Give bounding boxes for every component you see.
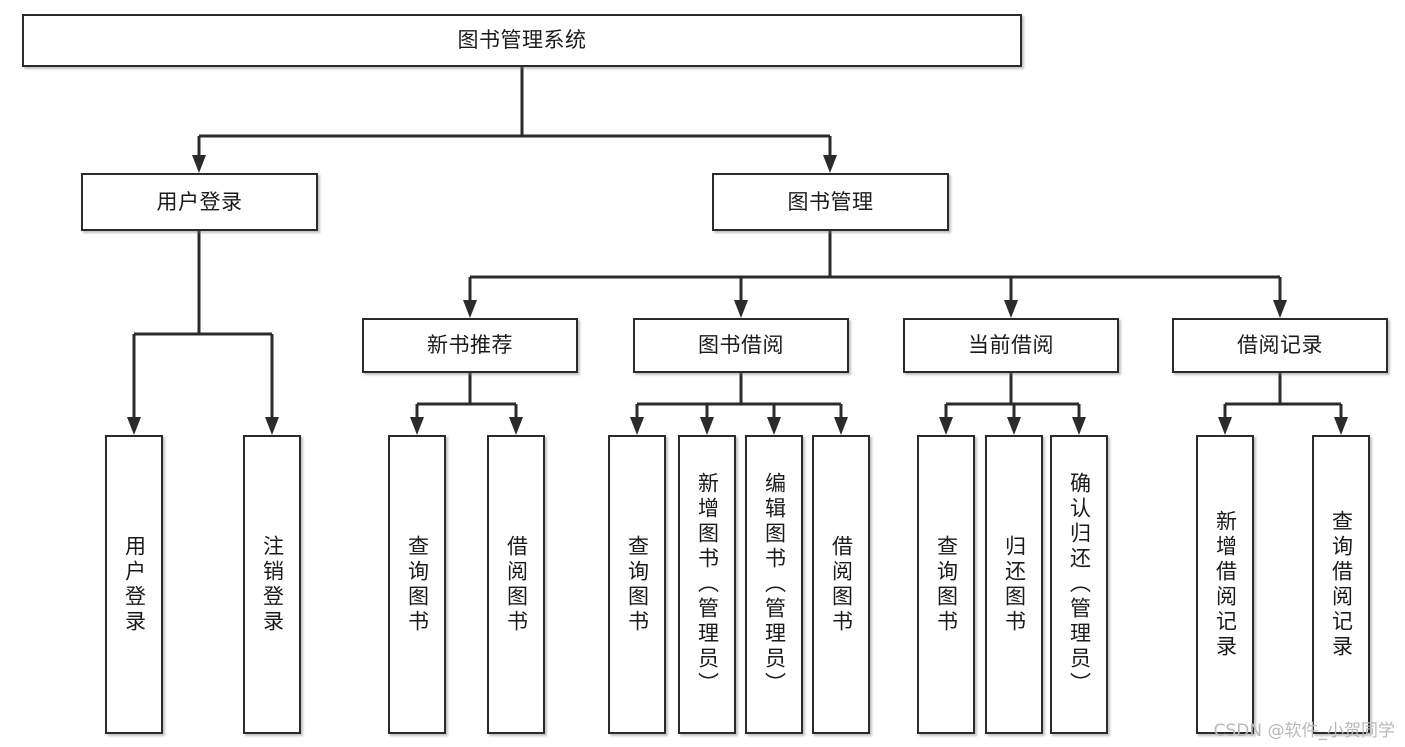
node-leaf-add-book[interactable]: 新增图书（管理员）	[678, 435, 736, 734]
node-label-leaf-query-book-2: 查询图书	[625, 534, 650, 635]
node-label-user-login: 用户登录	[156, 189, 243, 214]
connector-arrowhead-c-book-borrow-2	[767, 417, 781, 435]
connector-arrowhead-c-new-book-rec-0	[410, 417, 424, 435]
node-book-manage[interactable]: 图书管理	[712, 173, 949, 231]
node-borrow-record[interactable]: 借阅记录	[1172, 318, 1388, 373]
node-label-leaf-return-book: 归还图书	[1002, 534, 1027, 635]
node-leaf-edit-book[interactable]: 编辑图书（管理员）	[745, 435, 803, 734]
connector-arrowhead-c-root-1	[823, 155, 837, 173]
connector-arrowhead-c-borrow-record-0	[1218, 417, 1232, 435]
node-leaf-borrow-book-1[interactable]: 借阅图书	[487, 435, 545, 734]
connector-arrowhead-c-user-login-1	[265, 417, 279, 435]
connector-arrowhead-c-current-borrow-2	[1072, 417, 1086, 435]
connector-arrowhead-c-current-borrow-1	[1007, 417, 1021, 435]
connector-arrowhead-c-book-manage-3	[1273, 300, 1287, 318]
node-leaf-query-book-1[interactable]: 查询图书	[388, 435, 446, 734]
node-leaf-return-book[interactable]: 归还图书	[985, 435, 1043, 734]
node-label-leaf-user-login: 用户登录	[122, 534, 147, 635]
node-label-borrow-record: 借阅记录	[1237, 333, 1323, 358]
connector-arrowhead-c-book-manage-0	[463, 300, 477, 318]
node-leaf-user-login[interactable]: 用户登录	[105, 435, 163, 734]
connector-arrowhead-c-book-manage-1	[734, 300, 748, 318]
node-label-book-manage: 图书管理	[787, 189, 874, 214]
node-label-leaf-user-logout: 注销登录	[260, 534, 285, 635]
connector-arrowhead-c-new-book-rec-1	[509, 417, 523, 435]
connector-arrowhead-c-book-borrow-3	[834, 417, 848, 435]
node-label-leaf-edit-book: 编辑图书（管理员）	[762, 472, 787, 697]
node-current-borrow[interactable]: 当前借阅	[903, 318, 1119, 373]
node-label-leaf-confirm-return: 确认归还（管理员）	[1067, 472, 1092, 697]
connector-arrowhead-c-root-0	[192, 155, 206, 173]
node-leaf-borrow-book-2[interactable]: 借阅图书	[812, 435, 870, 734]
node-label-leaf-borrow-book-2: 借阅图书	[829, 534, 854, 635]
node-leaf-query-book-3[interactable]: 查询图书	[917, 435, 975, 734]
connector-arrowhead-c-borrow-record-1	[1334, 417, 1348, 435]
connector-arrowhead-c-user-login-0	[127, 417, 141, 435]
node-label-book-borrow: 图书借阅	[698, 333, 784, 358]
node-label-root: 图书管理系统	[457, 28, 587, 53]
node-root[interactable]: 图书管理系统	[22, 14, 1022, 67]
node-leaf-confirm-return[interactable]: 确认归还（管理员）	[1050, 435, 1108, 734]
connector-arrowhead-c-book-borrow-0	[630, 417, 644, 435]
node-label-leaf-query-record: 查询借阅记录	[1329, 509, 1354, 660]
node-leaf-query-book-2[interactable]: 查询图书	[608, 435, 666, 734]
node-label-leaf-query-book-3: 查询图书	[934, 534, 959, 635]
node-leaf-query-record[interactable]: 查询借阅记录	[1312, 435, 1370, 734]
node-book-borrow[interactable]: 图书借阅	[633, 318, 849, 373]
node-label-leaf-borrow-book-1: 借阅图书	[504, 534, 529, 635]
node-label-current-borrow: 当前借阅	[968, 333, 1054, 358]
node-label-leaf-add-book: 新增图书（管理员）	[695, 472, 720, 697]
connector-arrowhead-c-book-manage-2	[1004, 300, 1018, 318]
node-leaf-user-logout[interactable]: 注销登录	[243, 435, 301, 734]
node-user-login[interactable]: 用户登录	[81, 173, 318, 231]
node-label-new-book-rec: 新书推荐	[427, 333, 513, 358]
connector-arrowhead-c-current-borrow-0	[939, 417, 953, 435]
node-label-leaf-add-record: 新增借阅记录	[1213, 509, 1238, 660]
connector-arrowhead-c-book-borrow-1	[700, 417, 714, 435]
node-label-leaf-query-book-1: 查询图书	[405, 534, 430, 635]
node-new-book-rec[interactable]: 新书推荐	[362, 318, 578, 373]
node-leaf-add-record[interactable]: 新增借阅记录	[1196, 435, 1254, 734]
